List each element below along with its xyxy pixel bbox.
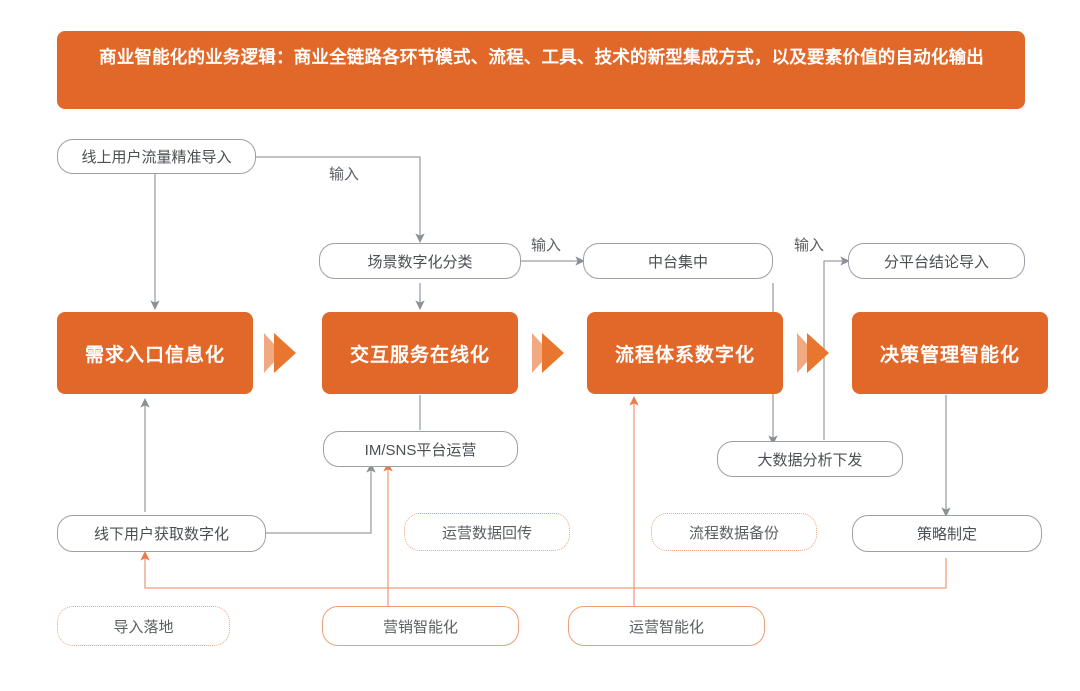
stage-label: 流程体系数字化 bbox=[614, 344, 755, 366]
banner-text: 商业智能化的业务逻辑：商业全链路各环节模式、流程、工具、技术的新型集成方式，以及… bbox=[99, 47, 984, 67]
node-strategy[interactable]: 策略制定 bbox=[852, 515, 1042, 552]
node-online-traffic[interactable]: 线上用户流量精准导入 bbox=[57, 139, 256, 174]
node-label: 中台集中 bbox=[647, 253, 708, 271]
node-ops-data-return[interactable]: 运营数据回传 bbox=[404, 513, 570, 551]
node-label: 场景数字化分类 bbox=[367, 253, 473, 271]
stage-label: 决策管理智能化 bbox=[879, 344, 1020, 366]
stage-box-4[interactable]: 决策管理智能化 bbox=[852, 312, 1048, 394]
node-scene-classify[interactable]: 场景数字化分类 bbox=[319, 243, 521, 279]
node-im-sns[interactable]: IM/SNS平台运营 bbox=[323, 431, 518, 467]
node-label: 大数据分析下发 bbox=[757, 451, 863, 469]
node-bigdata[interactable]: 大数据分析下发 bbox=[717, 441, 903, 477]
chevron-2 bbox=[532, 333, 564, 373]
node-label: IM/SNS平台运营 bbox=[364, 441, 477, 459]
stage-box-2[interactable]: 交互服务在线化 bbox=[322, 312, 518, 394]
node-label: 流程数据备份 bbox=[688, 524, 779, 542]
stage-box-3[interactable]: 流程体系数字化 bbox=[587, 312, 783, 394]
node-label: 策略制定 bbox=[916, 526, 977, 543]
node-midend-central[interactable]: 中台集中 bbox=[583, 243, 773, 279]
node-label: 导入落地 bbox=[113, 618, 174, 636]
edge-label-input-1: 输入 bbox=[326, 163, 363, 184]
node-label: 线下用户获取数字化 bbox=[93, 526, 229, 543]
node-platform-conclusion[interactable]: 分平台结论导入 bbox=[848, 243, 1025, 279]
stage-box-1[interactable]: 需求入口信息化 bbox=[57, 312, 253, 394]
node-label: 营销智能化 bbox=[382, 618, 458, 636]
node-process-data-backup[interactable]: 流程数据备份 bbox=[651, 513, 817, 551]
edge-label-input-2: 输入 bbox=[528, 234, 565, 255]
node-label: 运营数据回传 bbox=[441, 524, 532, 542]
title-banner: 商业智能化的业务逻辑：商业全链路各环节模式、流程、工具、技术的新型集成方式，以及… bbox=[57, 31, 1025, 109]
node-label: 运营智能化 bbox=[628, 618, 704, 636]
node-label: 分平台结论导入 bbox=[883, 253, 989, 271]
edge-label-input-3: 输入 bbox=[791, 234, 828, 255]
node-marketing-intelligence[interactable]: 营销智能化 bbox=[322, 606, 519, 646]
node-import-landing[interactable]: 导入落地 bbox=[57, 606, 230, 646]
node-offline-acquire[interactable]: 线下用户获取数字化 bbox=[57, 515, 266, 552]
stage-label: 交互服务在线化 bbox=[349, 344, 490, 366]
chevron-1 bbox=[264, 333, 296, 373]
node-ops-intelligence[interactable]: 运营智能化 bbox=[568, 606, 765, 646]
stage-label: 需求入口信息化 bbox=[84, 344, 225, 366]
node-label: 线上用户流量精准导入 bbox=[81, 149, 232, 166]
